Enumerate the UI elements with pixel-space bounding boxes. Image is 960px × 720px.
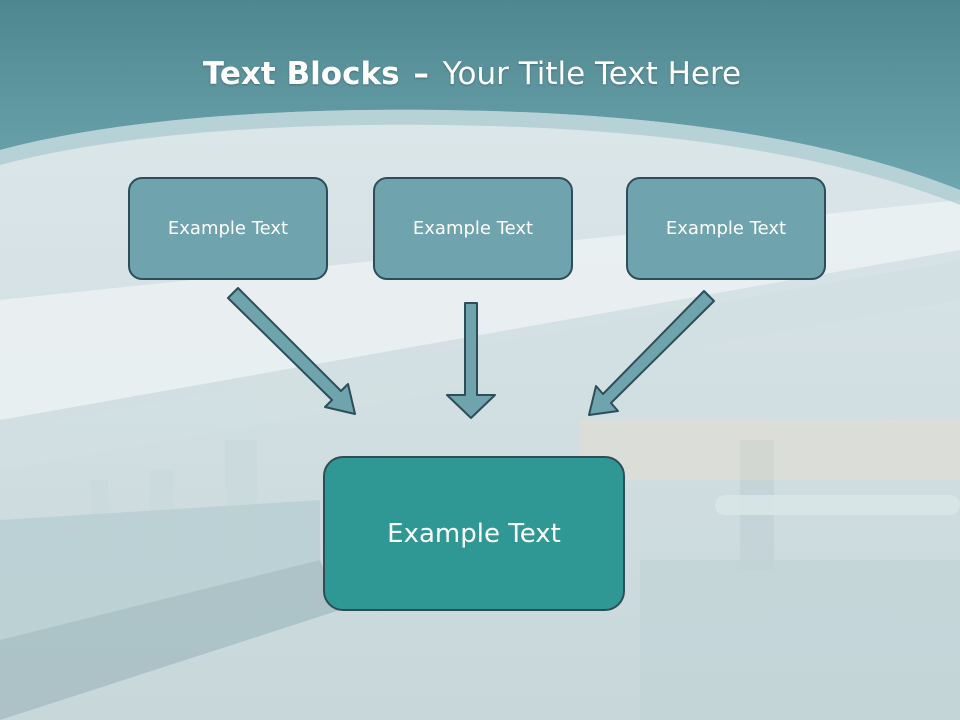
title-dash: – [413, 56, 429, 92]
slide-title: Text Blocks – Your Title Text Here [0, 52, 944, 96]
target-text-block[interactable]: Example Text [323, 456, 625, 611]
title-rest: Your Title Text Here [442, 56, 742, 92]
arrow-center-to-target [446, 302, 496, 419]
text-block-left-label: Example Text [167, 218, 289, 239]
text-block-right-label: Example Text [665, 218, 787, 239]
target-text-block-label: Example Text [387, 518, 561, 549]
text-block-center-label: Example Text [412, 218, 534, 239]
text-block-left[interactable]: Example Text [128, 177, 328, 280]
arrow-right-to-target [588, 290, 715, 416]
title-bold-part: Text Blocks [202, 56, 400, 92]
text-block-center[interactable]: Example Text [373, 177, 573, 280]
arrow-left-to-target [227, 287, 356, 415]
text-block-right[interactable]: Example Text [626, 177, 826, 280]
